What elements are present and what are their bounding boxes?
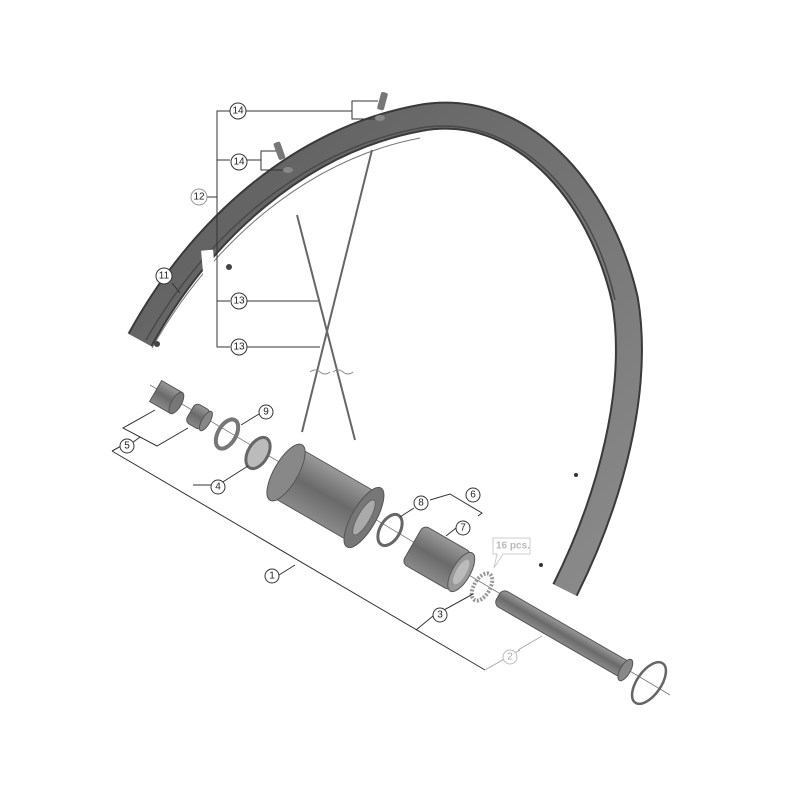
callout-12: 12 (190, 188, 208, 206)
callout-5: 5 (119, 438, 135, 454)
svg-text:11: 11 (159, 271, 170, 282)
svg-text:5: 5 (124, 441, 130, 452)
callout-1: 1 (264, 568, 280, 584)
quantity-note: 16 pcs. (492, 537, 531, 569)
nipples (273, 91, 388, 173)
spokes (296, 149, 373, 441)
svg-text:14: 14 (233, 157, 245, 168)
svg-text:1: 1 (269, 571, 275, 582)
svg-text:16 pcs.: 16 pcs. (496, 541, 530, 552)
svg-text:2: 2 (507, 652, 513, 663)
callout-11: 11 (155, 267, 173, 285)
callout-9: 9 (258, 404, 274, 420)
svg-text:14: 14 (232, 106, 244, 117)
callout-4: 4 (210, 479, 226, 495)
callout-14a: 14 (229, 102, 247, 120)
callout-6: 6 (465, 487, 481, 503)
hub-parts (148, 379, 668, 706)
callout-7: 7 (455, 520, 471, 536)
svg-text:9: 9 (263, 407, 269, 418)
callout-8: 8 (413, 495, 429, 511)
svg-text:12: 12 (193, 192, 205, 203)
svg-text:4: 4 (215, 482, 221, 493)
svg-text:3: 3 (437, 610, 443, 621)
svg-text:7: 7 (460, 523, 466, 534)
svg-text:8: 8 (418, 498, 424, 509)
callout-13a: 13 (230, 292, 248, 310)
callout-2: 2 (502, 649, 518, 665)
svg-text:13: 13 (233, 296, 245, 307)
rim (127, 101, 643, 597)
callout-13b: 13 (230, 338, 248, 356)
callout-3: 3 (432, 607, 448, 623)
svg-text:13: 13 (233, 342, 245, 353)
callout-14b: 14 (230, 153, 248, 171)
svg-text:6: 6 (470, 490, 476, 501)
